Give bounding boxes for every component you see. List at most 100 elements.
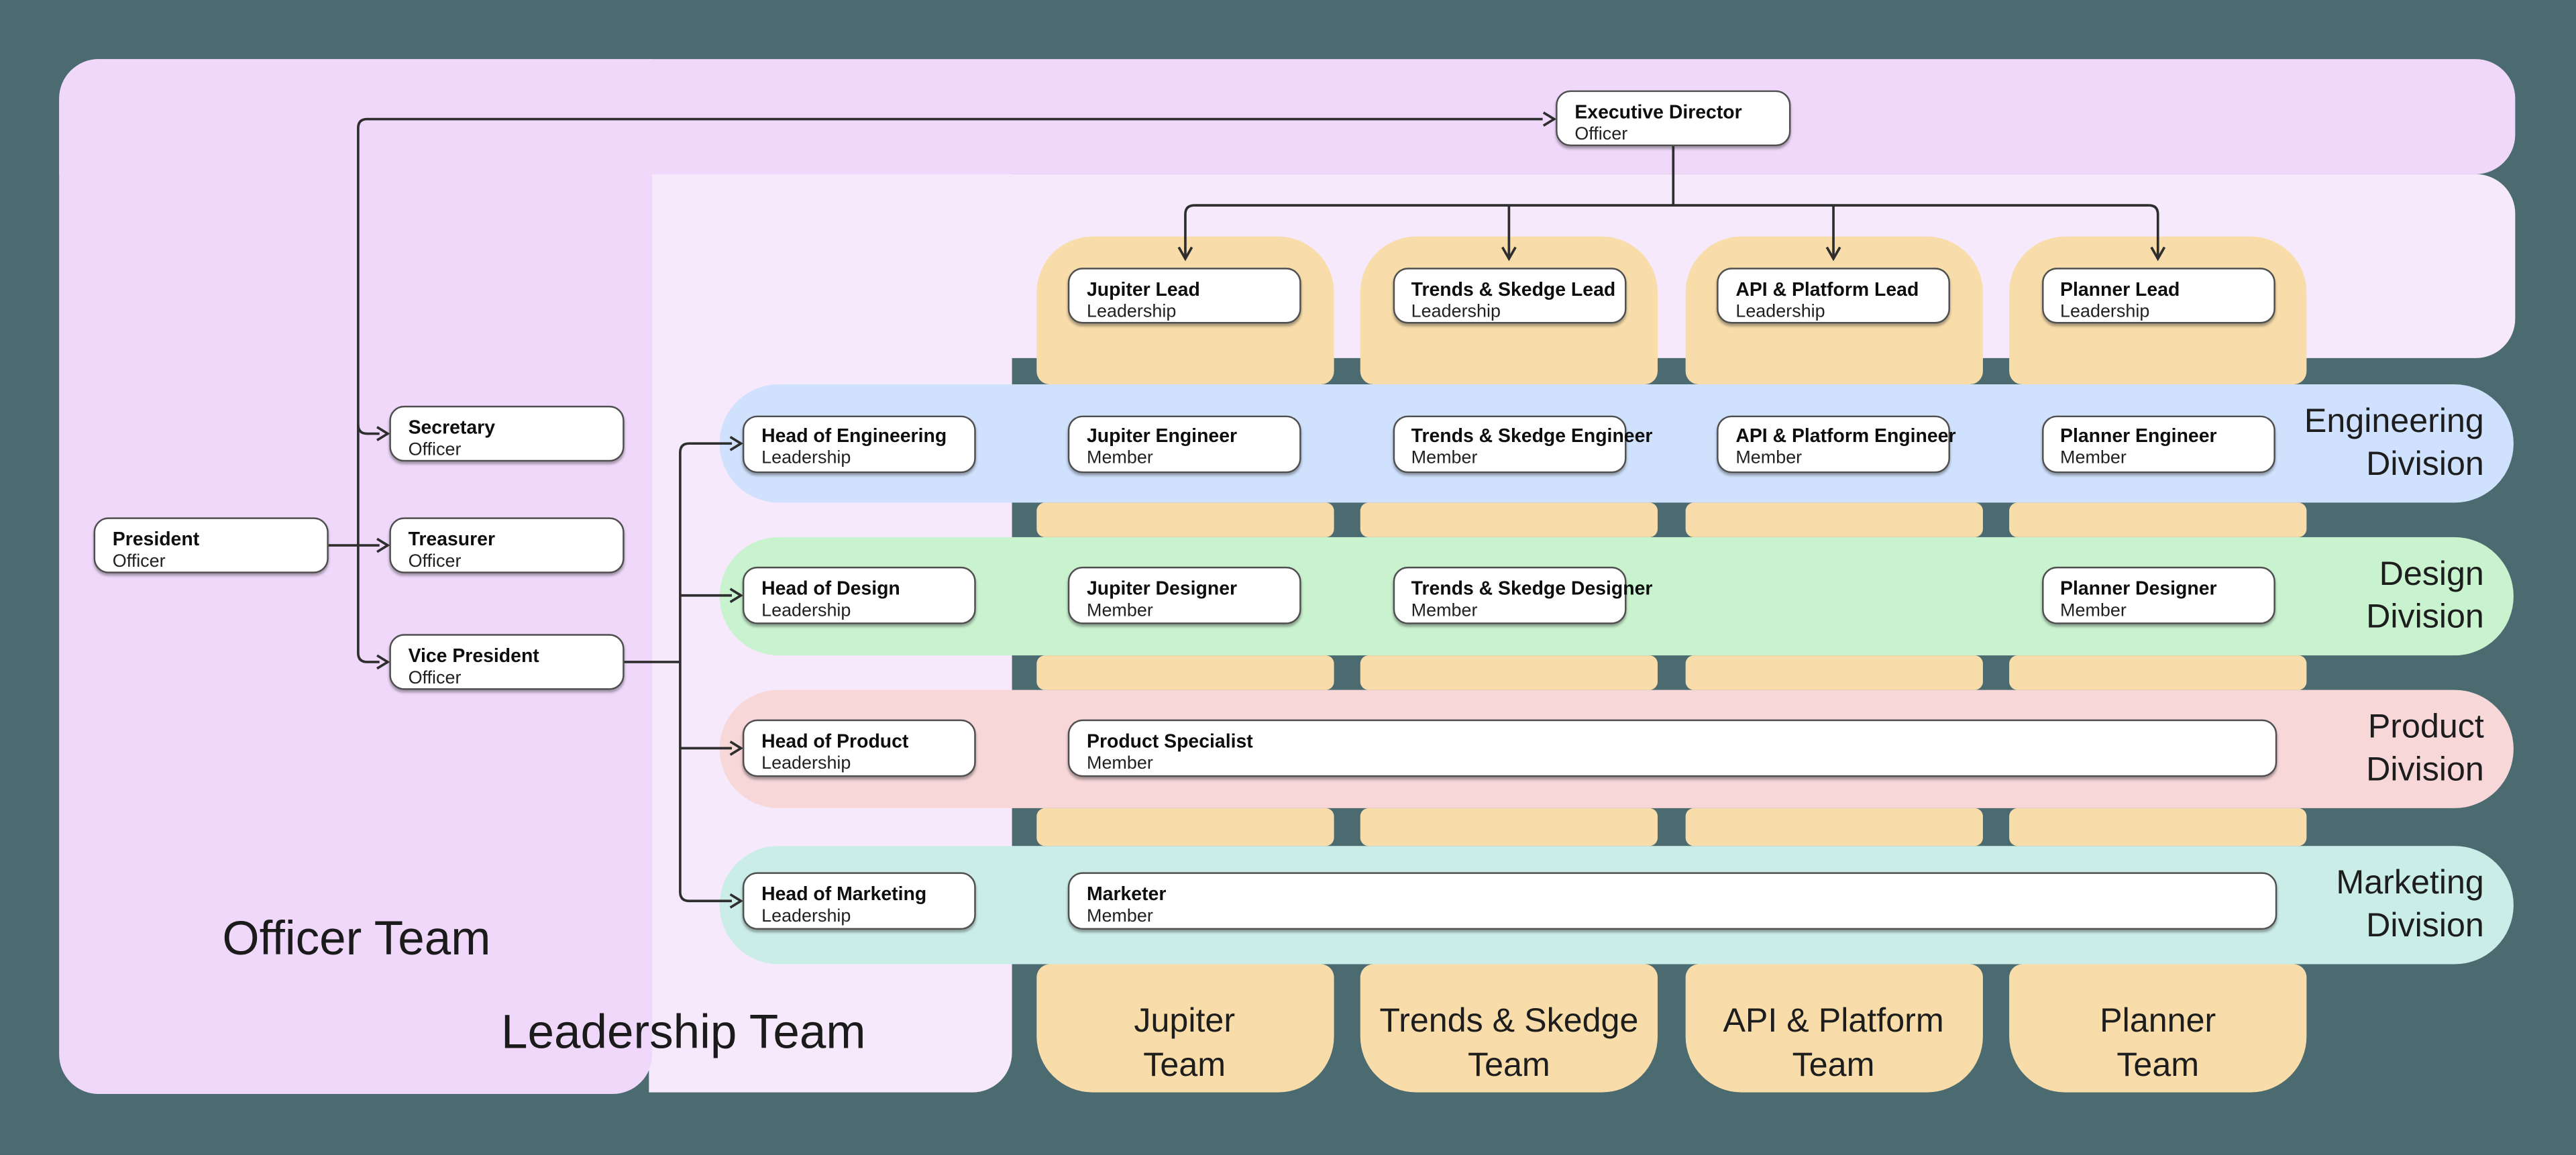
node-head-of-engineering[interactable]: Head of Engineering Leadership xyxy=(742,415,976,473)
planner-team-column-seg[interactable] xyxy=(2009,655,2307,690)
node-title: Product Specialist xyxy=(1087,730,1253,752)
node-marketer[interactable]: Marketer Member xyxy=(1067,872,2277,930)
team-label-line: Jupiter xyxy=(1134,1001,1236,1040)
jupiter-team-column-seg[interactable] xyxy=(1036,808,1334,846)
node-role: Member xyxy=(2060,448,2127,468)
division-label-line: Division xyxy=(2366,445,2484,484)
team-label-line: Team xyxy=(1143,1045,1226,1084)
planner-team-column-bottom[interactable] xyxy=(2009,964,2307,1093)
node-api-platform-engineer[interactable]: API & Platform Engineer Member xyxy=(1717,415,1956,473)
api-platform-team-column-bottom[interactable] xyxy=(1684,964,1982,1093)
node-role: Member xyxy=(1411,600,1478,620)
node-planner-designer[interactable]: Planner Designer Member xyxy=(2041,566,2275,624)
node-role: Member xyxy=(2060,600,2127,620)
team-label-line: Planner xyxy=(2100,1001,2216,1040)
engineering-division-label: Engineering Division xyxy=(2221,401,2484,486)
node-title: Vice President xyxy=(408,645,539,667)
trends-skedge-team-column-bottom[interactable] xyxy=(1360,964,1658,1093)
planner-team-label: Planner Team xyxy=(2009,1000,2306,1087)
node-title: Trends & Skedge Designer xyxy=(1411,577,1653,599)
node-title: Secretary xyxy=(408,416,496,438)
node-role: Leadership xyxy=(1411,301,1501,321)
planner-team-column-seg[interactable] xyxy=(2009,808,2307,846)
node-title: Head of Design xyxy=(761,577,900,599)
node-role: Leadership xyxy=(761,448,851,468)
node-vice-president[interactable]: Vice President Officer xyxy=(389,634,625,690)
node-planner-engineer[interactable]: Planner Engineer Member xyxy=(2041,415,2275,473)
leadership-team-label: Leadership Team xyxy=(500,1007,866,1060)
team-label-line: Team xyxy=(2116,1045,2200,1084)
node-role: Officer xyxy=(408,667,462,688)
node-role: Leadership xyxy=(761,753,851,773)
node-title: Planner Engineer xyxy=(2060,425,2217,447)
api-platform-team-column-seg[interactable] xyxy=(1684,502,1982,537)
node-role: Member xyxy=(1087,753,1153,773)
node-head-of-design[interactable]: Head of Design Leadership xyxy=(742,566,976,624)
node-title: Trends & Skedge Engineer xyxy=(1411,425,1653,447)
node-head-of-marketing[interactable]: Head of Marketing Leadership xyxy=(742,872,976,930)
product-division-label: Product Division xyxy=(2221,706,2484,791)
node-executive-director[interactable]: Executive Director Officer xyxy=(1556,90,1791,146)
jupiter-team-label: Jupiter Team xyxy=(1036,1000,1333,1087)
node-title: Head of Engineering xyxy=(761,425,947,447)
trends-skedge-team-label: Trends & Skedge Team xyxy=(1360,1000,1658,1087)
planner-team-column-seg[interactable] xyxy=(2009,502,2307,537)
node-trends-skedge-lead[interactable]: Trends & Skedge Lead Leadership xyxy=(1392,268,1626,324)
division-label-line: Product xyxy=(2367,708,2484,746)
node-title: Planner Designer xyxy=(2060,577,2217,599)
node-title: API & Platform Lead xyxy=(1735,278,1919,300)
jupiter-team-column-seg[interactable] xyxy=(1036,655,1334,690)
node-title: Marketer xyxy=(1087,883,1167,905)
api-platform-team-label: API & Platform Team xyxy=(1684,1000,1982,1087)
node-trends-skedge-designer[interactable]: Trends & Skedge Designer Member xyxy=(1392,566,1653,624)
node-title: Trends & Skedge Lead xyxy=(1411,278,1616,300)
marketing-division-label: Marketing Division xyxy=(2221,863,2484,948)
node-trends-skedge-engineer[interactable]: Trends & Skedge Engineer Member xyxy=(1392,415,1653,473)
node-planner-lead[interactable]: Planner Lead Leadership xyxy=(2041,268,2275,324)
team-label-line: Team xyxy=(1792,1045,1875,1084)
node-title: Jupiter Lead xyxy=(1087,278,1200,300)
division-label-line: Design xyxy=(2379,555,2484,594)
node-role: Leadership xyxy=(761,600,851,620)
node-jupiter-lead[interactable]: Jupiter Lead Leadership xyxy=(1067,268,1301,324)
team-label-line: Team xyxy=(1467,1045,1550,1084)
node-role: Member xyxy=(1411,448,1478,468)
team-label-line: API & Platform xyxy=(1723,1001,1944,1040)
team-label-line: Trends & Skedge xyxy=(1379,1001,1639,1040)
division-label-line: Division xyxy=(2366,751,2484,789)
node-product-specialist[interactable]: Product Specialist Member xyxy=(1067,719,2277,777)
node-title: Executive Director xyxy=(1574,101,1742,123)
node-title: Jupiter Designer xyxy=(1087,577,1238,599)
node-role: Leadership xyxy=(1735,301,1825,321)
jupiter-team-column-bottom[interactable] xyxy=(1036,964,1334,1093)
node-role: Member xyxy=(1735,448,1803,468)
node-title: Treasurer xyxy=(408,528,496,550)
node-title: API & Platform Engineer xyxy=(1735,425,1956,447)
node-title: Jupiter Engineer xyxy=(1087,425,1238,447)
node-role: Leadership xyxy=(1087,301,1177,321)
trends-skedge-team-column-seg[interactable] xyxy=(1360,655,1658,690)
division-label-line: Marketing xyxy=(2336,864,2484,902)
jupiter-team-column-seg[interactable] xyxy=(1036,502,1334,537)
node-title: President xyxy=(112,528,200,550)
node-role: Leadership xyxy=(761,905,851,926)
node-president[interactable]: President Officer xyxy=(93,517,329,573)
officer-team-label: Officer Team xyxy=(222,913,491,967)
node-role: Officer xyxy=(408,439,462,459)
api-platform-team-column-seg[interactable] xyxy=(1684,808,1982,846)
node-head-of-product[interactable]: Head of Product Leadership xyxy=(742,719,976,777)
node-role: Member xyxy=(1087,448,1153,468)
trends-skedge-team-column-seg[interactable] xyxy=(1360,808,1658,846)
node-jupiter-engineer[interactable]: Jupiter Engineer Member xyxy=(1067,415,1301,473)
node-role: Leadership xyxy=(2060,301,2150,321)
design-division-label: Design Division xyxy=(2221,553,2484,639)
node-role: Member xyxy=(1087,600,1153,620)
api-platform-team-column-seg[interactable] xyxy=(1684,655,1982,690)
node-title: Head of Product xyxy=(761,730,909,752)
node-jupiter-designer[interactable]: Jupiter Designer Member xyxy=(1067,566,1301,624)
node-treasurer[interactable]: Treasurer Officer xyxy=(389,517,625,573)
trends-skedge-team-column-seg[interactable] xyxy=(1360,502,1658,537)
node-secretary[interactable]: Secretary Officer xyxy=(389,405,625,462)
node-api-platform-lead[interactable]: API & Platform Lead Leadership xyxy=(1717,268,1950,324)
